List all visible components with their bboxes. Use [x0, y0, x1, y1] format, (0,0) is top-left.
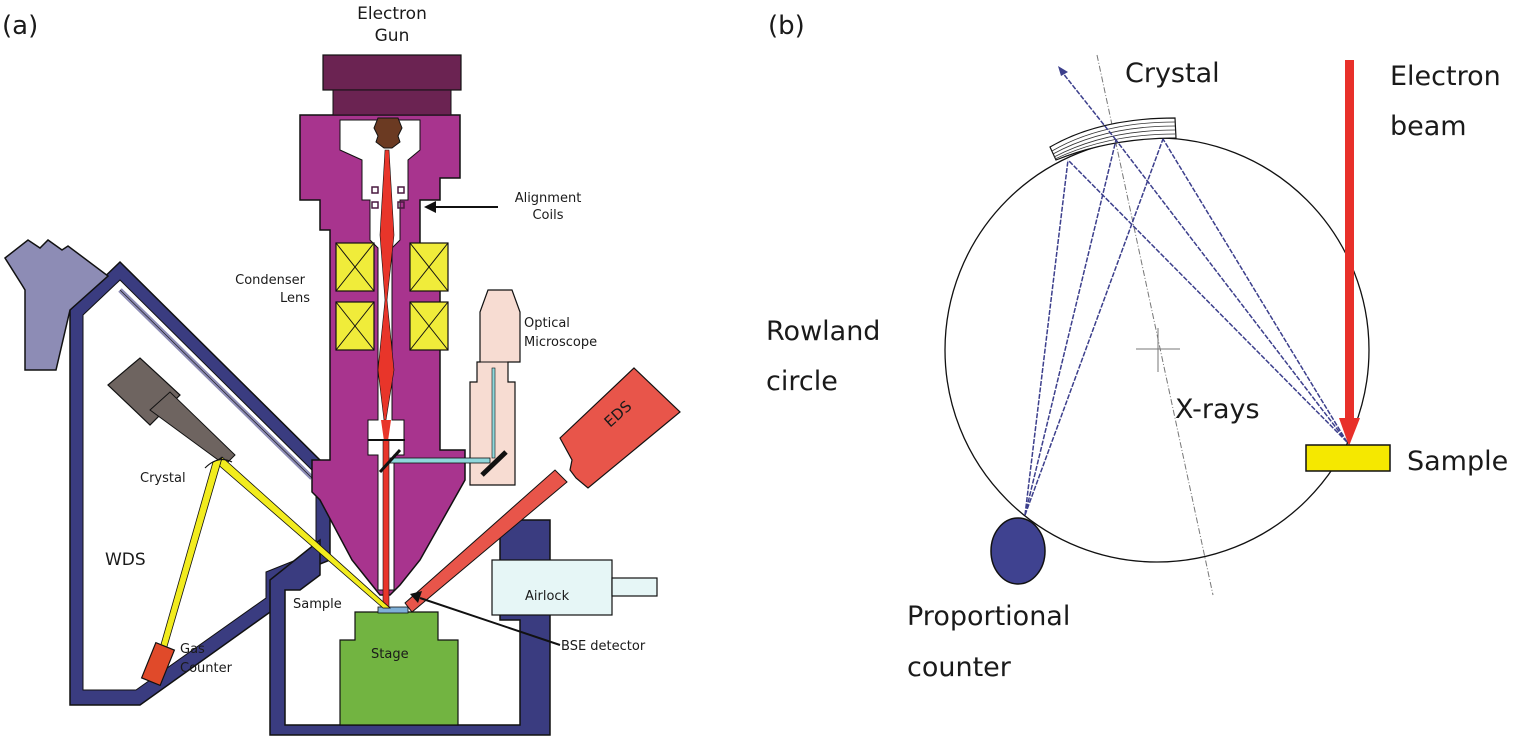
label-bse-detector: BSE detector: [561, 639, 646, 654]
label-gas-counter-line2: Counter: [180, 661, 233, 676]
panel-a-tag: (a): [2, 11, 38, 41]
label-electron-gun-line2: Gun: [375, 26, 410, 46]
crystal-normal-line: [1096, 54, 1214, 596]
circle-center-mark: [1136, 328, 1180, 372]
rowland-circle: [944, 137, 1370, 563]
label-crystal-a: Crystal: [140, 471, 186, 486]
xray-rays: [1024, 71, 1348, 516]
label-proportional-counter-line1: Proportional: [907, 601, 1070, 632]
wds-housing: [69, 260, 331, 706]
sample-b: [1305, 444, 1391, 472]
optical-microscope: [378, 289, 521, 486]
bse-detector-arrow: [410, 591, 561, 646]
label-alignment-coils-line1: Alignment: [515, 191, 582, 206]
label-electron-beam-line1: Electron: [1390, 61, 1501, 92]
crystal-holder: [107, 357, 236, 466]
label-airlock: Airlock: [525, 589, 570, 604]
panel-b-tag: (b): [768, 11, 805, 41]
label-electron-beam-line2: beam: [1390, 111, 1467, 142]
filament: [373, 117, 403, 149]
sample-holder: [377, 606, 409, 614]
gas-counter: [140, 641, 176, 687]
label-proportional-counter-line2: counter: [907, 652, 1012, 683]
label-rowland-circle-line1: Rowland: [766, 316, 880, 347]
label-sample-a: Sample: [293, 597, 342, 612]
eds-detector: [404, 367, 681, 613]
label-optical-microscope-line1: Optical: [524, 316, 570, 331]
label-optical-microscope-line2: Microscope: [524, 335, 597, 350]
label-crystal-b: Crystal: [1125, 58, 1220, 89]
label-alignment-coils-line2: Coils: [532, 208, 563, 223]
label-wds: WDS: [105, 550, 146, 570]
ray-arrowhead: [1058, 66, 1068, 76]
wds-head: [4, 239, 110, 371]
alignment-coils-arrow: [424, 201, 498, 213]
label-electron-gun-line1: Electron: [357, 4, 427, 24]
xray-path-a: [159, 456, 392, 651]
label-stage: Stage: [371, 647, 409, 662]
label-sample-b: Sample: [1407, 446, 1508, 477]
label-gas-counter-line1: Gas: [180, 642, 205, 657]
electron-beam-a: [377, 149, 395, 609]
label-rowland-circle-line2: circle: [766, 366, 838, 397]
proportional-counter: [990, 517, 1046, 585]
label-xrays: X-rays: [1175, 394, 1260, 425]
condenser-lens-coils: [335, 242, 449, 351]
label-condenser-lens-line2: Lens: [280, 291, 310, 306]
label-condenser-lens-line1: Condenser: [235, 273, 306, 288]
stage: [339, 606, 459, 726]
electron-beam-b: [1339, 60, 1360, 446]
gun-cap: [322, 54, 462, 91]
airlock: [491, 559, 658, 616]
specimen-chamber: [269, 519, 551, 736]
